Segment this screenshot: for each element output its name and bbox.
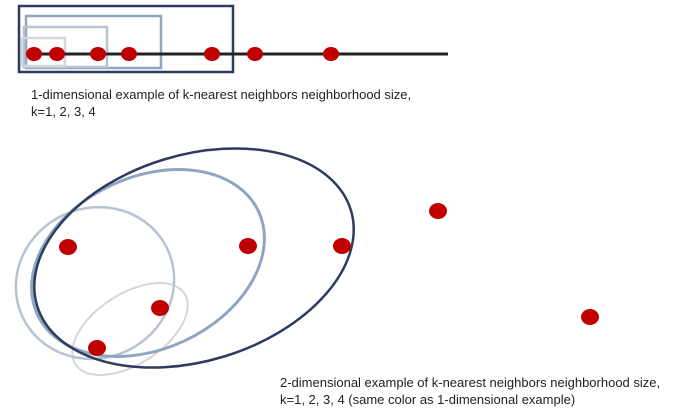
two-d-example (14, 147, 599, 376)
one-d-point (49, 47, 65, 61)
two-d-point (151, 300, 169, 316)
two-d-point (581, 309, 599, 325)
one-d-caption-line1: 1-dimensional example of k-nearest neigh… (31, 87, 412, 102)
two-d-neighborhood-k4 (33, 147, 355, 369)
one-d-caption: 1-dimensional example of k-nearest neigh… (31, 86, 411, 120)
two-d-point (59, 239, 77, 255)
two-d-caption: 2-dimensional example of k-nearest neigh… (280, 374, 660, 408)
one-d-caption-line2: k=1, 2, 3, 4 (31, 104, 96, 119)
two-d-point (88, 340, 106, 356)
one-d-neighborhood-k1 (20, 36, 67, 68)
one-d-point (26, 47, 42, 61)
one-d-neighborhood-k4 (17, 4, 235, 74)
two-d-neighborhood-k1 (71, 282, 189, 376)
two-d-caption-line2: k=1, 2, 3, 4 (same color as 1-dimensiona… (280, 392, 576, 407)
two-d-neighborhood-k3 (30, 168, 266, 358)
two-d-point (239, 238, 257, 254)
one-d-example (17, 4, 448, 74)
two-d-neighborhood-k2 (14, 205, 176, 361)
one-d-point (204, 47, 220, 61)
one-d-point (121, 47, 137, 61)
two-d-caption-line1: 2-dimensional example of k-nearest neigh… (280, 375, 661, 390)
one-d-point (90, 47, 106, 61)
one-d-point (247, 47, 263, 61)
one-d-neighborhood-k3 (24, 14, 163, 70)
one-d-point (323, 47, 339, 61)
two-d-point (333, 238, 351, 254)
two-d-point (429, 203, 447, 219)
